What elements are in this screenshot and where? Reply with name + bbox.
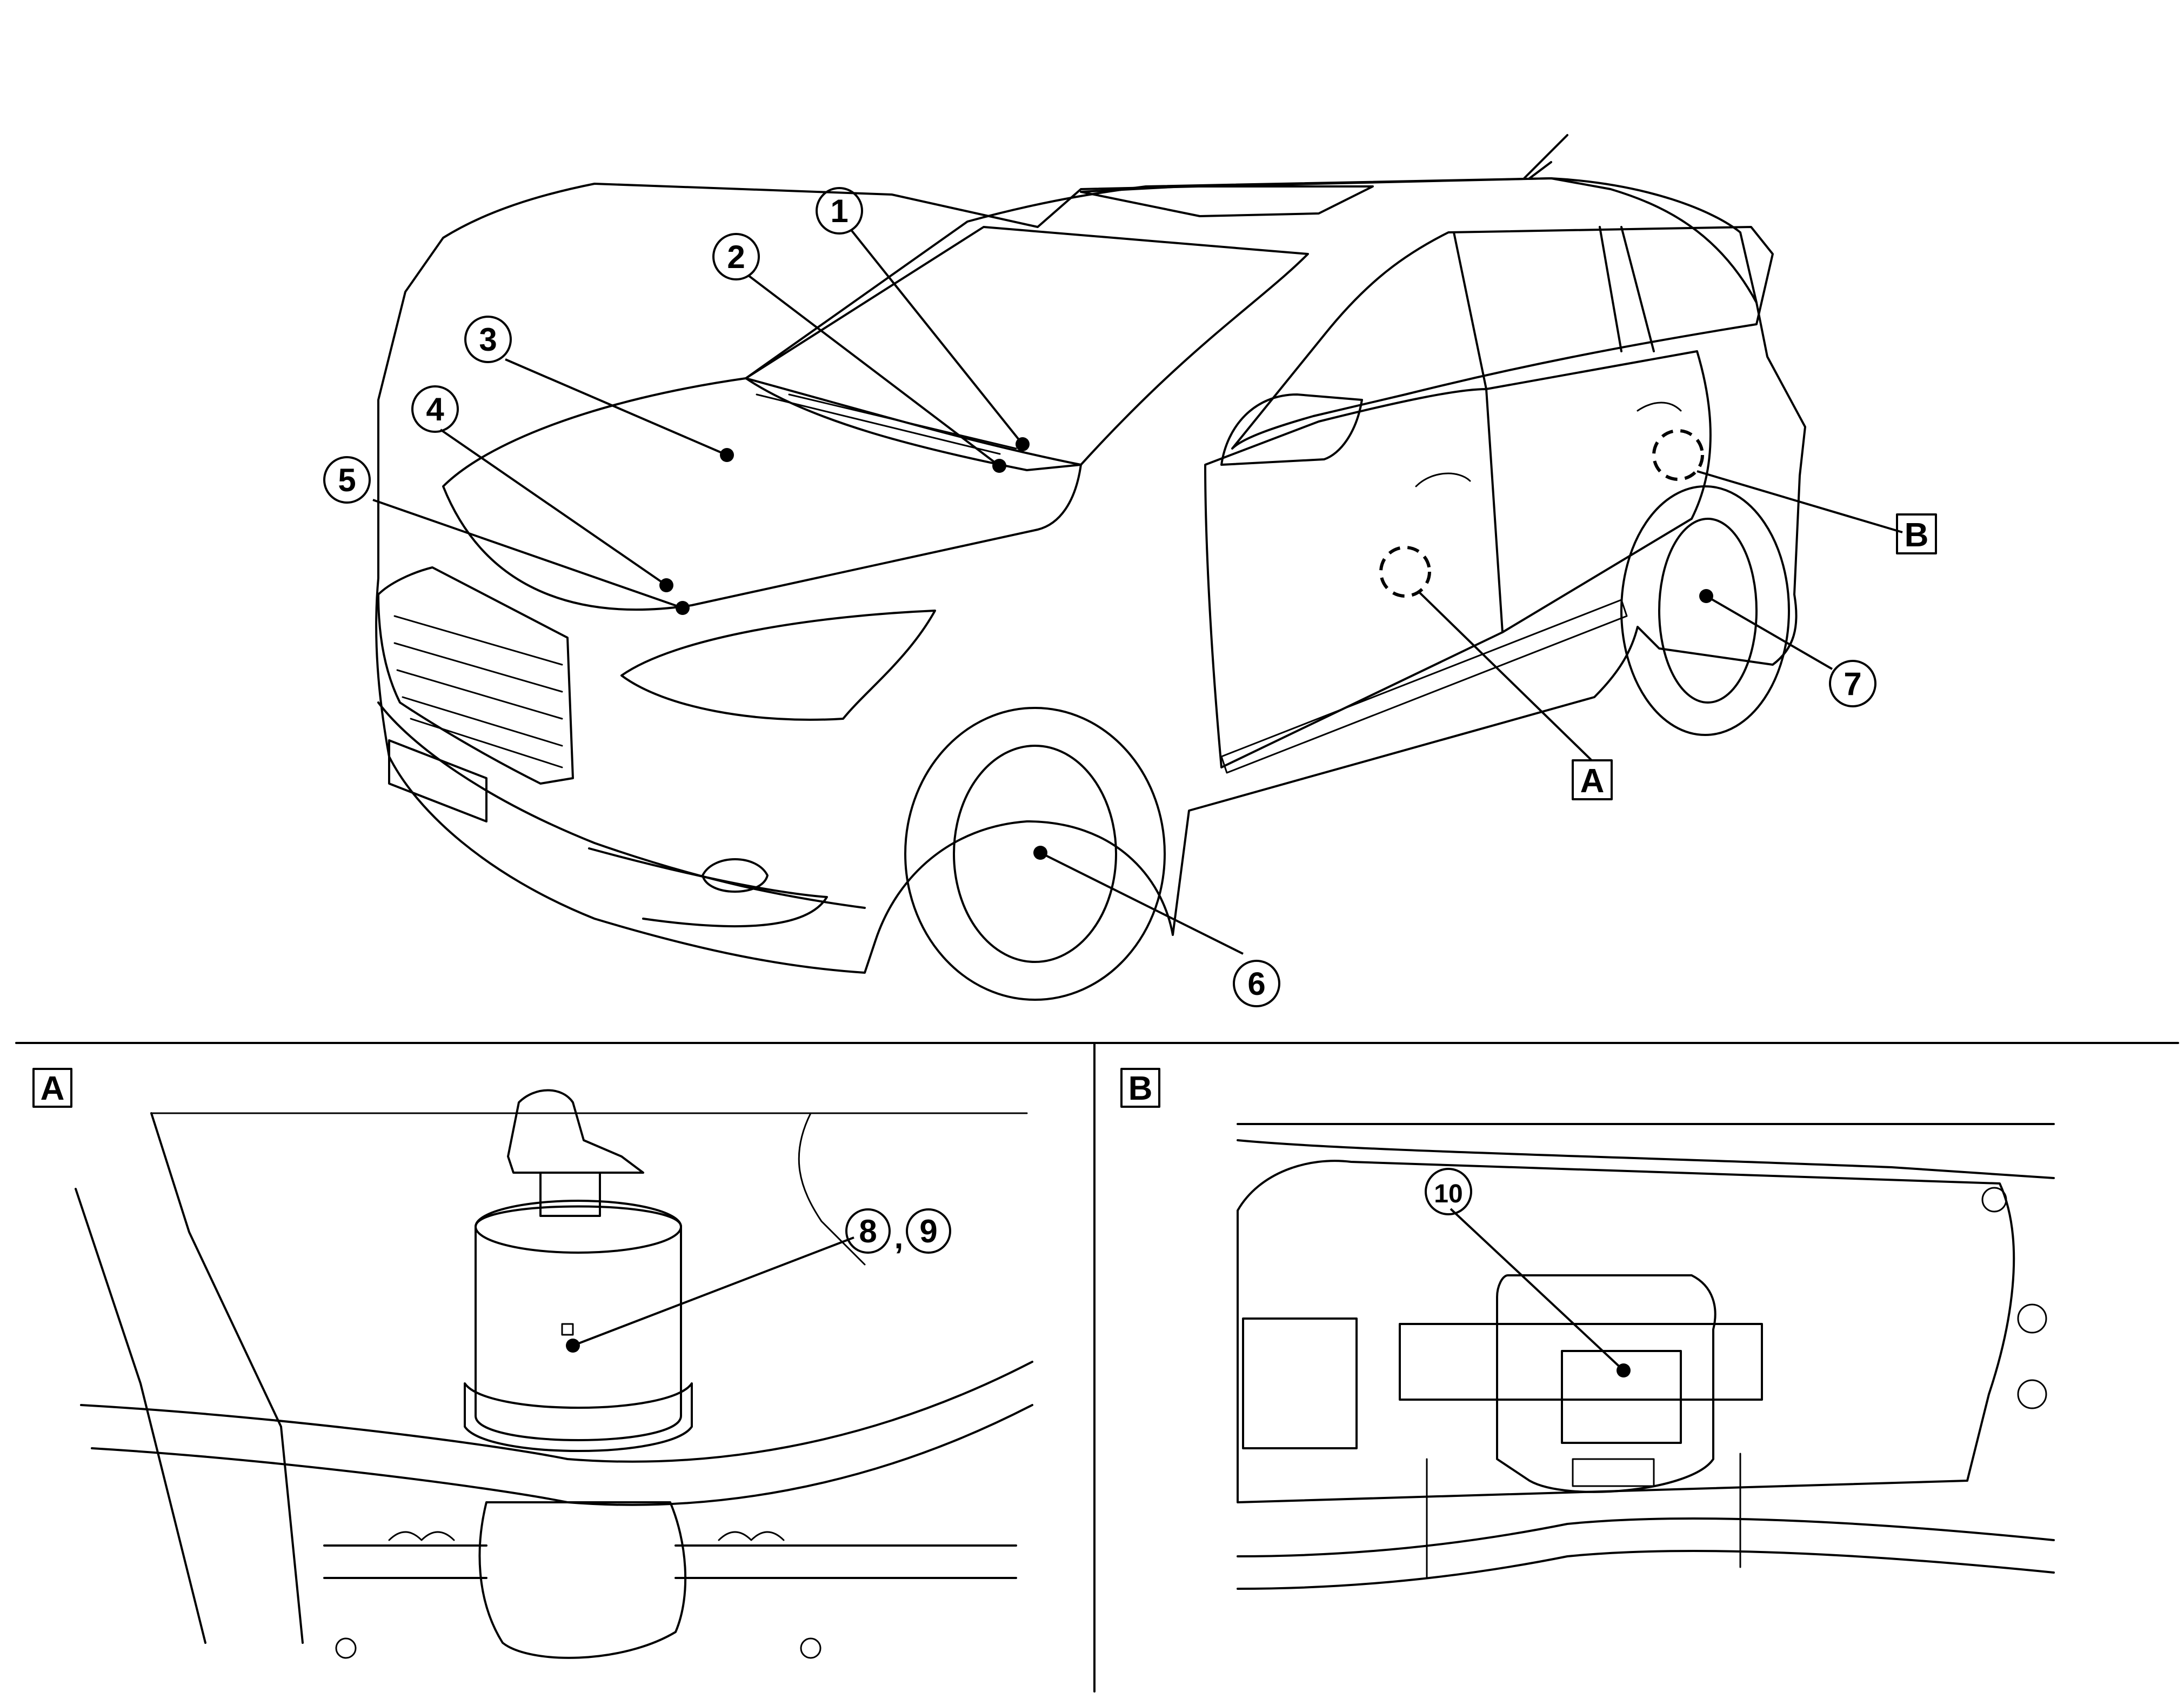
leader-6 (1040, 852, 1244, 955)
leader-1 (851, 230, 1024, 445)
actuator-label-plate (561, 1323, 574, 1336)
side-mirror (1220, 393, 1363, 466)
callout-2-label: 2 (727, 239, 745, 275)
vehicle-marker-dots (659, 437, 1713, 860)
bolt-head (800, 1637, 821, 1659)
leader-5 (372, 499, 683, 609)
actuator-clamp (464, 1382, 693, 1452)
callout-1-label: 1 (830, 193, 848, 229)
leader-4 (439, 429, 667, 586)
rear-door (1485, 350, 1712, 633)
callout-3: 3 (464, 316, 512, 363)
side-windows (1231, 226, 1774, 450)
detail-panel-a: A 8 , 9 (32, 1068, 1033, 1659)
bolt-head (335, 1637, 357, 1659)
callout-8-9: 8 , 9 (845, 1208, 951, 1255)
actuator-cylinder-top (475, 1200, 682, 1254)
headlight (620, 610, 936, 721)
callout-1: 1 (816, 187, 863, 235)
callout-8-label: 8 (859, 1213, 877, 1249)
storage-pocket (1242, 1317, 1358, 1449)
callout-10-label: 10 (1434, 1180, 1462, 1208)
front-wheel-inner (953, 745, 1117, 963)
leader-a (1418, 591, 1593, 761)
front-grille (377, 566, 574, 785)
leader-3 (505, 358, 727, 456)
window-pillars (1453, 226, 1655, 390)
callout-8-9-separator: , (894, 1219, 904, 1255)
leader-8-9 (572, 1236, 854, 1347)
detail-area-b-marker (1652, 429, 1704, 481)
leader-7 (1705, 595, 1833, 670)
control-module (1496, 1274, 1717, 1493)
bolt-head (2017, 1303, 2047, 1334)
detail-ref-b: B (1896, 513, 1937, 554)
detail-panel-a-label: A (41, 1070, 65, 1107)
callout-3-label: 3 (479, 322, 497, 358)
detail-ref-a-label: A (1580, 762, 1605, 800)
drive-shafts (323, 1544, 1017, 1579)
rear-wheel-outer (1620, 485, 1790, 736)
lower-grille (588, 847, 828, 928)
leader-2 (747, 275, 1000, 467)
door-handles (1415, 402, 1682, 487)
module-connector (1572, 1458, 1655, 1487)
detail-area-a-marker (1379, 546, 1431, 598)
callout-5: 5 (323, 456, 371, 504)
cv-boots (388, 1531, 785, 1541)
vehicle-body-outline (375, 177, 1806, 974)
detail-ref-b-label: B (1905, 517, 1929, 554)
callout-7: 7 (1829, 660, 1876, 707)
body-panel-top (1237, 1123, 2055, 1179)
front-bumper (377, 701, 866, 909)
module-label-area (1561, 1350, 1682, 1444)
grille-slats (393, 615, 563, 768)
actuator-shaft (539, 1172, 601, 1217)
front-door (1204, 388, 1504, 768)
door-trim (1220, 599, 1628, 774)
wiper-blades (756, 393, 1017, 455)
wire-harness (1237, 1517, 2055, 1590)
sunroof (1080, 185, 1374, 217)
callout-4: 4 (411, 385, 459, 433)
frame-rail-left (75, 1112, 304, 1644)
detail-panel-b-label: B (1128, 1070, 1153, 1107)
harness-clips (1426, 1453, 1741, 1579)
roof-line (745, 177, 1758, 379)
front-wheel-outer (904, 707, 1166, 1001)
leader-b (1697, 470, 1903, 533)
underbody-panel (150, 1112, 1028, 1266)
callout-6: 6 (1233, 960, 1280, 1007)
leader-10 (1450, 1208, 1625, 1372)
bolt-head (1981, 1187, 2007, 1213)
detail-ref-a: A (1572, 759, 1613, 800)
callout-2: 2 (712, 233, 760, 280)
hood (442, 377, 1082, 611)
license-plate (388, 739, 487, 822)
vehicle-overview (375, 134, 1806, 1001)
mount-recess (1399, 1323, 1763, 1401)
leader-lines (372, 230, 1903, 955)
detail-panel-b-box (1120, 1068, 1160, 1108)
callout-10: 10 (1425, 1168, 1472, 1215)
callout-9-label: 9 (919, 1213, 937, 1249)
callout-4-label: 4 (426, 391, 444, 427)
rear-wheel-inner (1658, 518, 1758, 704)
callout-7-label: 7 (1844, 666, 1861, 702)
antenna (1523, 134, 1568, 179)
rear-differential (478, 1501, 687, 1659)
callout-5-label: 5 (338, 462, 356, 498)
detail-panel-b: B 10 (1120, 1068, 2055, 1590)
callout-6-label: 6 (1247, 966, 1265, 1002)
fog-lamp (702, 858, 769, 893)
windshield (745, 226, 1309, 471)
cross-member (80, 1361, 1033, 1506)
actuator-top-mount (507, 1089, 644, 1174)
bracket-panel (1237, 1160, 2015, 1503)
actuator-cylinder (475, 1205, 682, 1441)
bolt-head (2017, 1379, 2047, 1409)
